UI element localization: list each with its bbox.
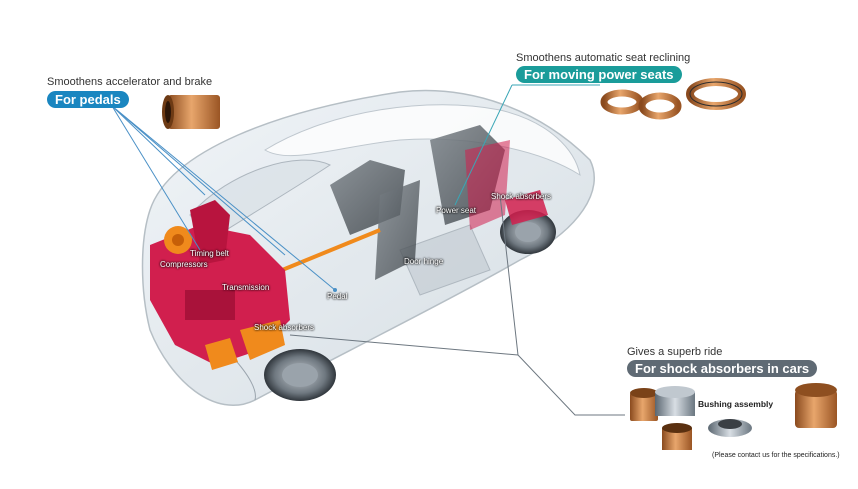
seats-caption: Smoothens automatic seat reclining xyxy=(516,52,691,64)
car-seats xyxy=(330,125,510,280)
shock-pill: For shock absorbers in cars xyxy=(627,360,818,377)
part-label-door-hinge: Door hinge xyxy=(404,257,444,266)
pedals-leader-lines xyxy=(111,105,336,291)
seat-ring-bushings-image xyxy=(600,78,746,120)
part-label-compressors: Compressors xyxy=(160,260,208,269)
seats-pill: For moving power seats xyxy=(516,66,682,83)
shock-leader-lines xyxy=(289,194,625,416)
engine-block xyxy=(150,200,290,370)
bushing-assembly-label: Bushing assembly xyxy=(698,399,774,409)
specifications-note: (Please contact us for the specification… xyxy=(712,452,840,459)
driveshaft xyxy=(269,228,381,277)
pedals-caption: Smoothens accelerator and brake xyxy=(47,76,213,88)
pedal-bushing-image xyxy=(162,95,220,129)
shock-caption: Gives a superb ride xyxy=(627,346,723,358)
seats-leader-lines xyxy=(454,84,600,206)
part-label-transmission: Transmission xyxy=(222,283,270,292)
shock-bushings-image xyxy=(630,383,837,450)
part-label-pedal: Pedal xyxy=(327,292,348,301)
part-label-power-seat: Power seat xyxy=(436,206,477,215)
part-label-shock-rear: Shock absorbers xyxy=(491,192,552,201)
part-label-shock-front: Shock absorbers xyxy=(254,323,315,332)
pedals-pill: For pedals xyxy=(47,91,129,108)
part-label-timing-belt: Timing belt xyxy=(190,249,229,258)
